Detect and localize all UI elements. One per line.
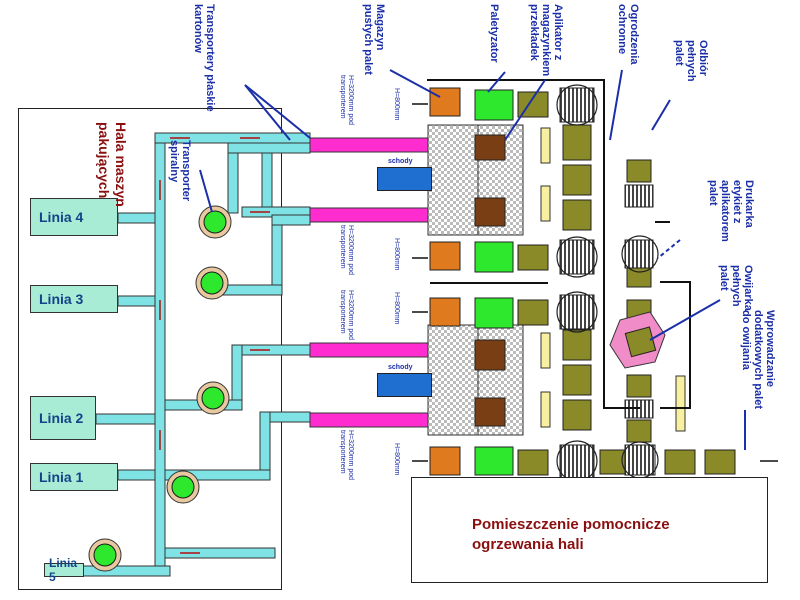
line-2-box: Linia 2 (30, 396, 96, 440)
wrapper-machine (609, 311, 666, 369)
auxiliary-room: Pomieszczenie pomocnicze ogrzewania hali (411, 477, 768, 583)
stairs-label: schody (388, 158, 413, 165)
hall-label: Hala maszyn pakujących (96, 122, 129, 207)
line-1-box: Linia 1 (30, 463, 118, 491)
roller-turntables (559, 87, 656, 480)
height-note: H=800mm (393, 292, 400, 325)
yellow-bars (540, 127, 686, 432)
label-printer-label: Drukarka etykiet z aplikatorem palet (707, 180, 755, 242)
roller-conveyors (517, 91, 736, 476)
empty-pallet-store-label: Magazyn pustych palet (362, 4, 386, 75)
height-note: H=800mm (393, 88, 400, 121)
flow-arrows (159, 137, 270, 554)
cyan-conveyors (79, 132, 311, 577)
transport-height-note: H=3200mm pod transporterem (339, 430, 354, 481)
line-4-box: Linia 4 (30, 198, 118, 236)
aux-room-line1: Pomieszczenie pomocnicze (472, 516, 670, 533)
input-arrows (412, 103, 778, 462)
aux-room-line2: ogrzewania hali (472, 536, 584, 553)
height-note: H=800mm (393, 443, 400, 476)
transport-height-note: H=3200mm pod transporterem (339, 225, 354, 276)
palletizer-cells (427, 124, 524, 436)
safety-fences (427, 79, 691, 409)
annotation-arrows (199, 69, 746, 450)
brown-blocks (474, 134, 506, 427)
pink-transporters (309, 137, 429, 428)
flat-conveyors-label: Transportery płaskie kartonów (192, 4, 216, 112)
spiral-transporter-label: Transporter spiralny (168, 140, 192, 202)
palletizer-pads (474, 89, 514, 476)
stairs-lower: schody (377, 364, 432, 397)
extra-pallets-label: Wprowadzanie dodatkowych palet do owijan… (740, 310, 776, 410)
line-5-box: Linia 5 (44, 556, 84, 584)
height-note: H=800mm (393, 238, 400, 271)
full-pallet-pickup-label: Odbiór pełnych palet (673, 40, 709, 82)
spiral-transporters (88, 205, 232, 572)
safety-fence-label: Ogrodzenia ochronne (616, 4, 640, 65)
applicator-label: Aplikator z magazynkiem przekładek (528, 4, 564, 77)
stairs-upper: schody (377, 158, 432, 191)
transport-height-note: H=3200mm pod transporterem (339, 290, 354, 341)
turn-circles (556, 84, 659, 482)
line-3-box: Linia 3 (30, 285, 118, 313)
transport-height-note: H=3200mm pod transporterem (339, 75, 354, 126)
empty-pallet-stores (429, 87, 461, 476)
palletizer-label: Paletyzator (488, 4, 500, 63)
stairs-label: schody (388, 364, 413, 371)
wrapper-label: Owijarka pełnych palet (718, 265, 754, 311)
